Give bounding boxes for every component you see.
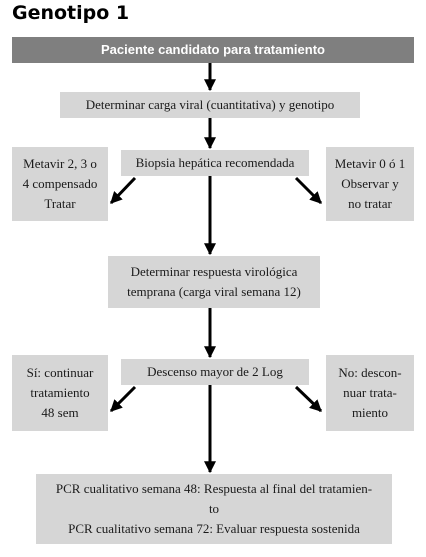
metavir-treat-line-2: 4 compensado	[22, 176, 98, 191]
viral-load-node: Determinar carga viral (cuantitativa) y …	[60, 92, 360, 118]
metavir-treat-line-1: Metavir 2, 3 o	[23, 156, 97, 171]
no-stop-node: No: descon- nuar trata- miento	[326, 355, 414, 431]
metavir-observe-line-1: Metavir 0 ó 1	[334, 156, 406, 171]
yes-continue-line-3: 48 sem	[41, 405, 79, 420]
no-stop-line-1: No: descon-	[338, 365, 402, 380]
biopsy-label: Biopsia hepática recomendada	[135, 155, 295, 170]
arrow-biopsy-to-metavir-treat	[109, 176, 137, 205]
pcr-line-3: PCR cualitativo semana 72: Evaluar respu…	[68, 521, 360, 536]
pcr-node: PCR cualitativo semana 48: Respuesta al …	[36, 474, 392, 544]
start-node: Paciente candidato para tratamiento	[12, 37, 414, 63]
metavir-observe-line-2: Observar y	[341, 176, 399, 191]
yes-continue-node: Sí: continuar tratamiento 48 sem	[12, 355, 108, 431]
metavir-treat-node: Metavir 2, 3 o 4 compensado Tratar	[12, 147, 108, 221]
start-node-label: Paciente candidato para tratamiento	[101, 42, 325, 57]
no-stop-line-2: nuar trata-	[343, 385, 397, 400]
viral-load-label: Determinar carga viral (cuantitativa) y …	[85, 97, 335, 112]
yes-continue-line-1: Sí: continuar	[26, 365, 94, 380]
page-title: Genotipo 1	[12, 2, 130, 24]
decline-node: Descenso mayor de 2 Log	[121, 359, 309, 385]
pcr-line-1: PCR cualitativo semana 48: Respuesta al …	[55, 481, 373, 496]
metavir-observe-line-3: no tratar	[348, 196, 392, 211]
early-response-line-2: temprana (carga viral semana 12)	[127, 284, 301, 299]
metavir-treat-line-3: Tratar	[44, 196, 76, 211]
metavir-observe-node: Metavir 0 ó 1 Observar y no tratar	[326, 147, 414, 221]
arrow-decline-to-yes	[109, 385, 137, 413]
decline-label: Descenso mayor de 2 Log	[147, 364, 283, 379]
no-stop-line-3: miento	[351, 405, 389, 420]
arrow-biopsy-to-metavir-observe	[294, 176, 323, 205]
biopsy-node: Biopsia hepática recomendada	[121, 150, 309, 176]
pcr-line-2: to	[208, 501, 220, 516]
early-response-node: Determinar respuesta virológica temprana…	[108, 256, 320, 308]
early-response-line-1: Determinar respuesta virológica	[130, 264, 298, 279]
yes-continue-line-2: tratamiento	[30, 385, 90, 400]
arrow-decline-to-no	[294, 385, 323, 413]
